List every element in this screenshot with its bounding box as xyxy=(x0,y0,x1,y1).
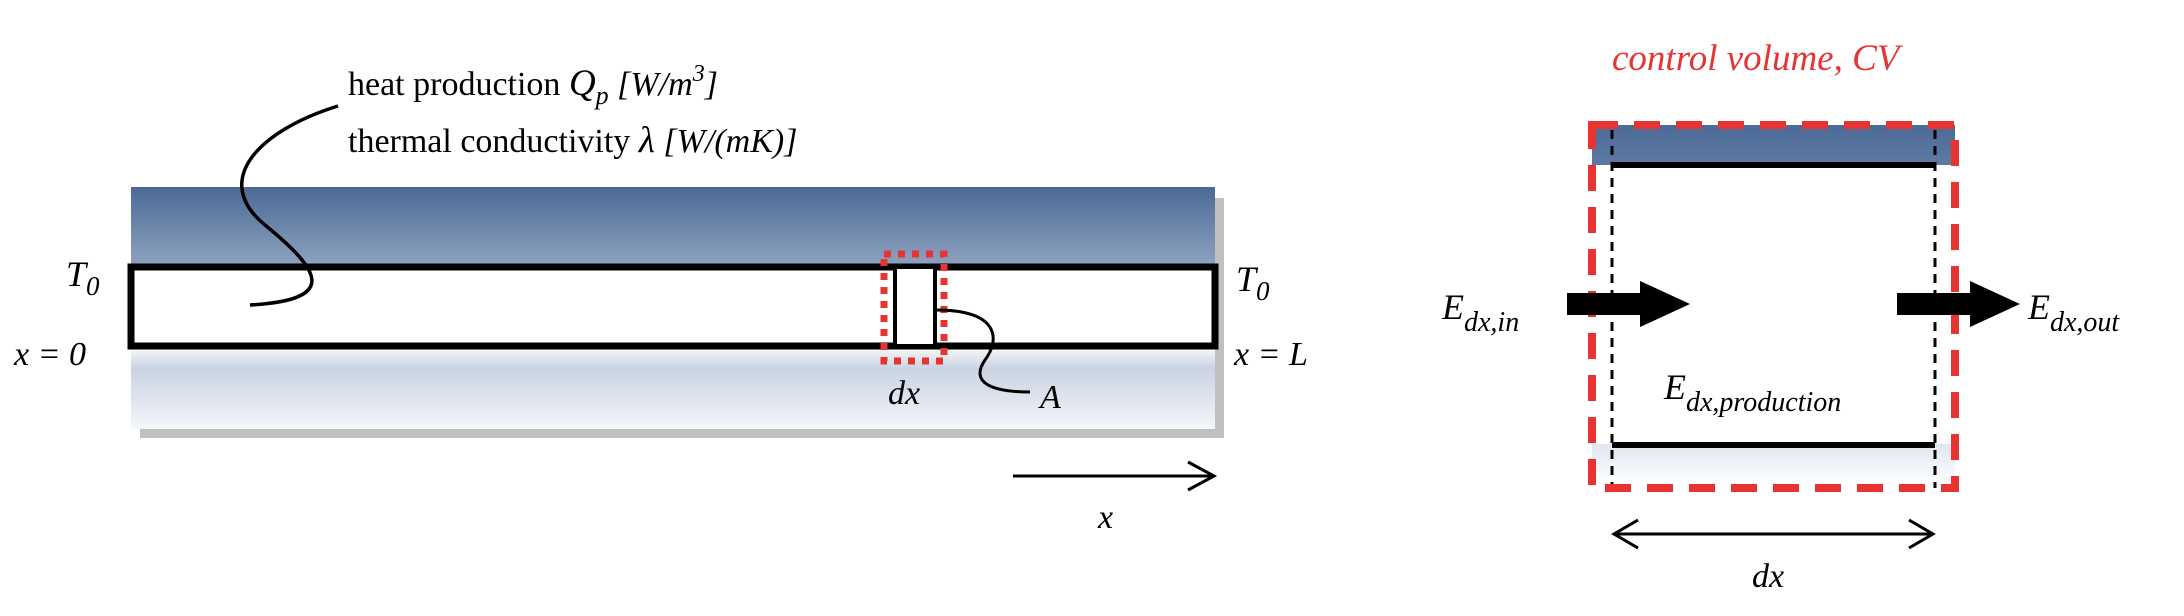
left-position-label: x = 0 xyxy=(13,336,86,373)
dx-dimension-right-head xyxy=(1908,518,1936,550)
control-volume-label: control volume, CV xyxy=(1612,38,1904,79)
area-label: A xyxy=(1038,379,1061,416)
dx-dimension-left-head xyxy=(1611,518,1639,550)
energy-production-label: Edx,production xyxy=(1663,367,1841,418)
rod-panel: heat production Qp [W/m3] thermal conduc… xyxy=(13,61,1308,536)
energy-out-arrow xyxy=(1897,281,2020,327)
x-axis-label: x xyxy=(1097,499,1113,536)
left-temperature-label: T0 xyxy=(66,254,100,301)
dx-label: dx xyxy=(888,375,920,412)
dx-element-highlight xyxy=(880,250,948,365)
rod-core xyxy=(127,263,1219,350)
heat-production-label: heat production Qp [W/m3] xyxy=(348,61,718,110)
material-leader-line xyxy=(240,104,339,307)
area-leader-line xyxy=(935,308,1031,394)
right-temperature-label: T0 xyxy=(1236,259,1270,306)
right-position-label: x = L xyxy=(1233,336,1308,373)
energy-out-label: Edx,out xyxy=(2027,287,2120,338)
thermal-conductivity-label: thermal conductivity λ [W/(mK)] xyxy=(348,120,797,161)
cv-top-gradient xyxy=(1592,125,1955,165)
dx-dimension-label: dx xyxy=(1752,558,1784,595)
cv-bottom-gradient xyxy=(1592,444,1955,484)
x-axis-arrow-head xyxy=(1187,460,1218,492)
energy-in-label: Edx,in xyxy=(1441,287,1519,338)
control-volume-panel: control volume, CV Edx,in Edx,out Edx,pr… xyxy=(1441,38,2120,595)
dx-element xyxy=(893,265,937,348)
energy-in-arrow xyxy=(1567,281,1690,327)
